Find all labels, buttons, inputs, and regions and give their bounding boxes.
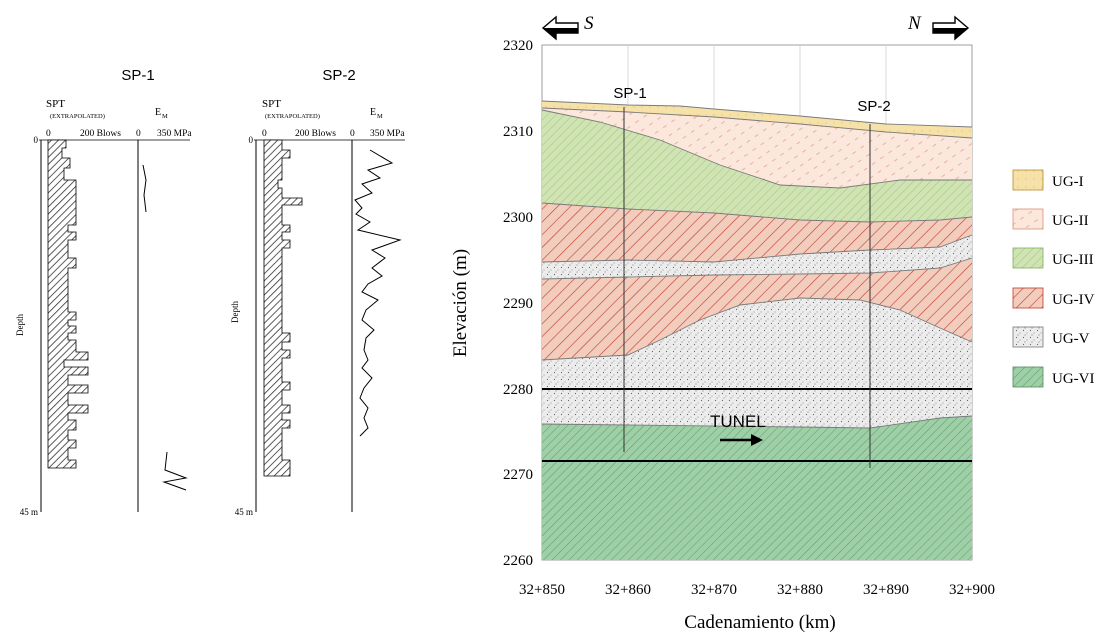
x-tick: 32+890: [863, 582, 909, 598]
x-tick: 32+900: [949, 582, 995, 598]
legend-label: UG-IV: [1052, 292, 1095, 308]
depth-bottom: 45 m: [235, 507, 253, 517]
tick-blows: 200 Blows: [80, 129, 121, 139]
layer-boundaries: [541, 100, 973, 429]
em-curve: [354, 149, 402, 437]
tunnel-direction-arrow-icon: [720, 434, 763, 446]
legend-item: UG-V: [1012, 326, 1090, 348]
north-label: N: [907, 13, 922, 34]
legend-label: UG-I: [1052, 174, 1084, 190]
legend-item: UG-I: [1012, 169, 1084, 191]
tick-mpa: 350 MPa: [157, 129, 192, 139]
borehole-sp1-label: SP-1: [613, 85, 646, 102]
em-subscript: M: [162, 113, 168, 120]
y-tick: 2260: [503, 553, 533, 569]
x-axis-ticks: 32+850 32+860 32+870 32+880 32+890 32+90…: [519, 582, 995, 598]
legend-item: UG-II: [1012, 208, 1089, 230]
depth-top: 0: [249, 135, 254, 145]
depth-top: 0: [34, 135, 39, 145]
tunnel-label: TUNEL: [710, 412, 766, 431]
y-tick: 2270: [503, 467, 533, 483]
spt-profile: [47, 139, 89, 469]
legend-item: UG-VI: [1012, 366, 1095, 388]
y-axis-ticks: 2320 2310 2300 2290 2280 2270 2260: [503, 38, 533, 569]
layer-ug-iii: [542, 110, 972, 222]
legend-label: UG-II: [1052, 213, 1089, 229]
layer-ug-ii: [542, 108, 972, 188]
y-tick: 2280: [503, 382, 533, 398]
y-tick: 2300: [503, 210, 533, 226]
legend-item: UG-III: [1012, 247, 1094, 269]
legend-label: UG-VI: [1052, 371, 1095, 387]
em-subscript: M: [377, 113, 383, 120]
x-tick: 32+850: [519, 582, 565, 598]
borehole-sp2-label: SP-2: [857, 98, 890, 115]
spt-sublabel: (EXTRAPOLATED): [50, 113, 105, 120]
depth-bottom: 45 m: [20, 507, 38, 517]
spt-label: SPT: [262, 98, 281, 110]
spt-label: SPT: [46, 98, 65, 110]
layer-ug-v: [542, 298, 972, 428]
x-tick: 32+860: [605, 582, 651, 598]
tick-zero: 0: [350, 129, 355, 139]
legend-swatch: [1012, 247, 1044, 269]
south-label: S: [584, 13, 594, 34]
tick-blows: 200 Blows: [295, 129, 336, 139]
layer-ug-i: [542, 101, 972, 138]
legend-item: UG-IV: [1012, 287, 1095, 309]
legend-label: UG-V: [1052, 331, 1090, 347]
layer-ug-v: [542, 235, 972, 279]
spt-profile: [263, 139, 303, 477]
em-label: E: [370, 107, 376, 118]
geologic-cross-section: S N: [450, 13, 995, 633]
depth-axis-label: Depth: [230, 301, 240, 323]
south-arrow-icon: [541, 15, 579, 41]
x-tick: 32+880: [777, 582, 823, 598]
legend-swatch: [1012, 287, 1044, 309]
em-label: E: [155, 107, 161, 118]
borehole-log-sp2: SP-2 SPT (EXTRAPOLATED) E M 0 200 Blows …: [230, 67, 405, 517]
legend-swatch: [1012, 208, 1044, 230]
legend-swatch: [1012, 366, 1044, 388]
tick-mpa: 350 MPa: [370, 129, 405, 139]
legend-swatch: [1012, 326, 1044, 348]
tick-zero: 0: [136, 129, 141, 139]
em-curve: [162, 451, 188, 491]
legend: UG-I UG-II UG-III UG-IV UG-V UG-VI: [1012, 169, 1095, 388]
borehole-log-sp1: SP-1 SPT (EXTRAPOLATED) E M 0 200 Blows …: [15, 67, 192, 517]
legend-swatch: [1012, 169, 1044, 191]
borehole-title: SP-2: [322, 67, 355, 84]
y-tick: 2310: [503, 124, 533, 140]
layer-ug-vi: [542, 416, 972, 560]
north-arrow-icon: [932, 15, 970, 41]
spt-sublabel: (EXTRAPOLATED): [265, 113, 320, 120]
em-curve: [142, 164, 147, 213]
y-axis-label: Elevación (m): [450, 249, 471, 357]
layer-ug-iv: [542, 258, 972, 360]
depth-axis-label: Depth: [15, 314, 25, 336]
x-tick: 32+870: [691, 582, 737, 598]
layer-ug-iv: [542, 203, 972, 262]
tick-zero: 0: [46, 129, 51, 139]
tick-zero: 0: [262, 129, 267, 139]
x-axis-label: Cadenamiento (km): [684, 612, 835, 633]
legend-label: UG-III: [1052, 252, 1094, 268]
y-tick: 2320: [503, 38, 533, 54]
y-tick: 2290: [503, 296, 533, 312]
borehole-title: SP-1: [121, 67, 154, 84]
